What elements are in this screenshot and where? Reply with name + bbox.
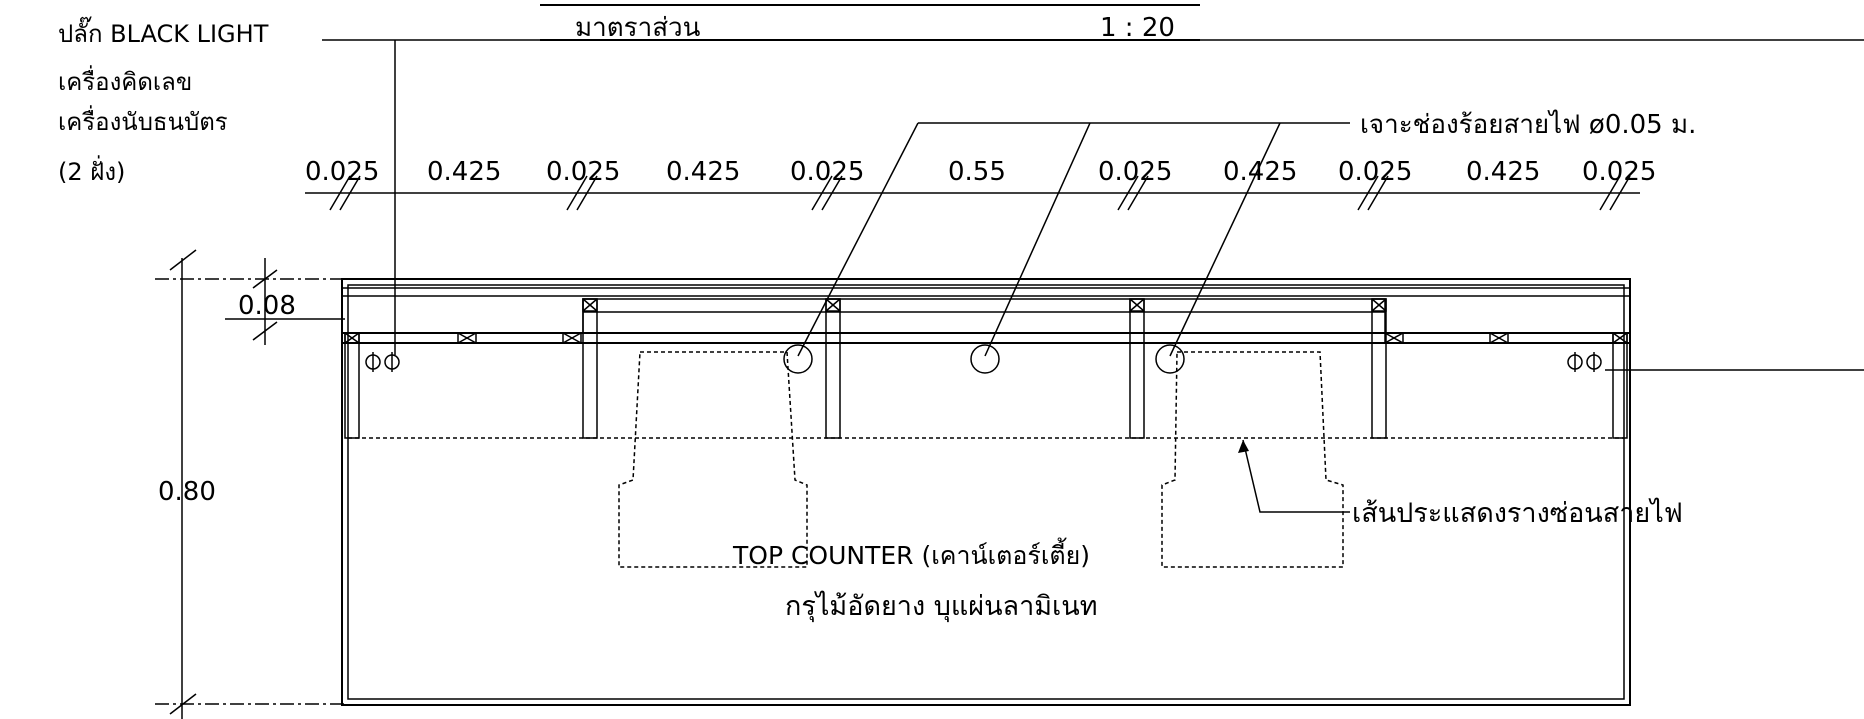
dim-label-4: 0.425 xyxy=(666,157,740,187)
drill-leader-2 xyxy=(984,122,1091,357)
height-label: 0.80 xyxy=(158,477,216,507)
drill-note-label: เจาะช่องร้อยสายไฟ ø0.05 ม. xyxy=(1360,109,1696,140)
wire-tray-label: เส้นประแสดงรางซ่อนสายไฟ xyxy=(1352,498,1683,529)
depth-label: 0.08 xyxy=(238,291,296,321)
raised-tier xyxy=(582,298,1386,334)
blocking-marks xyxy=(344,298,1628,344)
wire-hole-1 xyxy=(783,344,813,374)
equipment-outline-left xyxy=(618,351,808,568)
left-notes: ปลั๊ก BLACK LIGHT เครื่องคิดเลข เครื่องน… xyxy=(58,16,1864,355)
plug-label: ปลั๊ก BLACK LIGHT xyxy=(58,16,269,48)
dim-label-8: 0.425 xyxy=(1223,157,1297,187)
dim-label-7: 0.025 xyxy=(1098,157,1172,187)
dim-label-2: 0.425 xyxy=(427,157,501,187)
banknote-counter-label: เครื่องนับธนบัตร xyxy=(58,105,228,136)
wire-hole-3 xyxy=(1155,344,1185,374)
depth-dimension: 0.08 xyxy=(225,258,345,345)
drill-leader-1 xyxy=(797,122,919,357)
dim-label-9: 0.025 xyxy=(1338,157,1412,187)
height-dimension: 0.80 xyxy=(155,249,345,719)
dim-label-11: 0.025 xyxy=(1582,157,1656,187)
height-tick-top xyxy=(169,249,197,271)
top-dimension-chain: 0.025 0.425 0.025 0.425 0.025 0.55 0.025… xyxy=(305,157,1656,211)
counter-label: TOP COUNTER (เคาน์เตอร์เตี้ย) xyxy=(732,537,1090,570)
wire-hole-2 xyxy=(970,344,1000,374)
dim-label-1: 0.025 xyxy=(305,157,379,187)
drill-note: เจาะช่องร้อยสายไฟ ø0.05 ม. xyxy=(797,109,1696,357)
dim-label-5: 0.025 xyxy=(790,157,864,187)
counter-outer-frame xyxy=(341,278,1631,706)
depth-tick-bottom xyxy=(252,321,278,341)
drill-leader-3 xyxy=(1169,122,1281,357)
calculator-label: เครื่องคิดเลข xyxy=(58,65,192,96)
plug-socket-right xyxy=(1567,352,1602,372)
wire-tray-note: เส้นประแสดงรางซ่อนสายไฟ xyxy=(1238,439,1683,529)
frame-posts xyxy=(344,298,1628,439)
title-block: มาตราส่วน 1 : 20 xyxy=(540,4,1200,43)
dimension-ticks xyxy=(329,175,1631,211)
material-label: กรุไม้อัดยาง บุแผ่นลามิเนท xyxy=(785,591,1098,623)
counter-body xyxy=(341,278,1864,706)
scale-value: 1 : 20 xyxy=(1100,13,1175,43)
equipment-outline-right xyxy=(1161,351,1344,568)
wire-tray-arrow xyxy=(1238,440,1249,453)
scale-label: มาตราส่วน xyxy=(575,13,701,43)
counter-inner-frame xyxy=(347,284,1625,700)
plug-socket-left xyxy=(365,352,400,372)
dim-label-6: 0.55 xyxy=(948,157,1006,187)
dim-label-10: 0.425 xyxy=(1466,157,1540,187)
wire-tray-leader xyxy=(1242,439,1350,513)
two-sides-label: (2 ฝั่ง) xyxy=(58,155,125,186)
depth-tick-top xyxy=(252,269,278,289)
